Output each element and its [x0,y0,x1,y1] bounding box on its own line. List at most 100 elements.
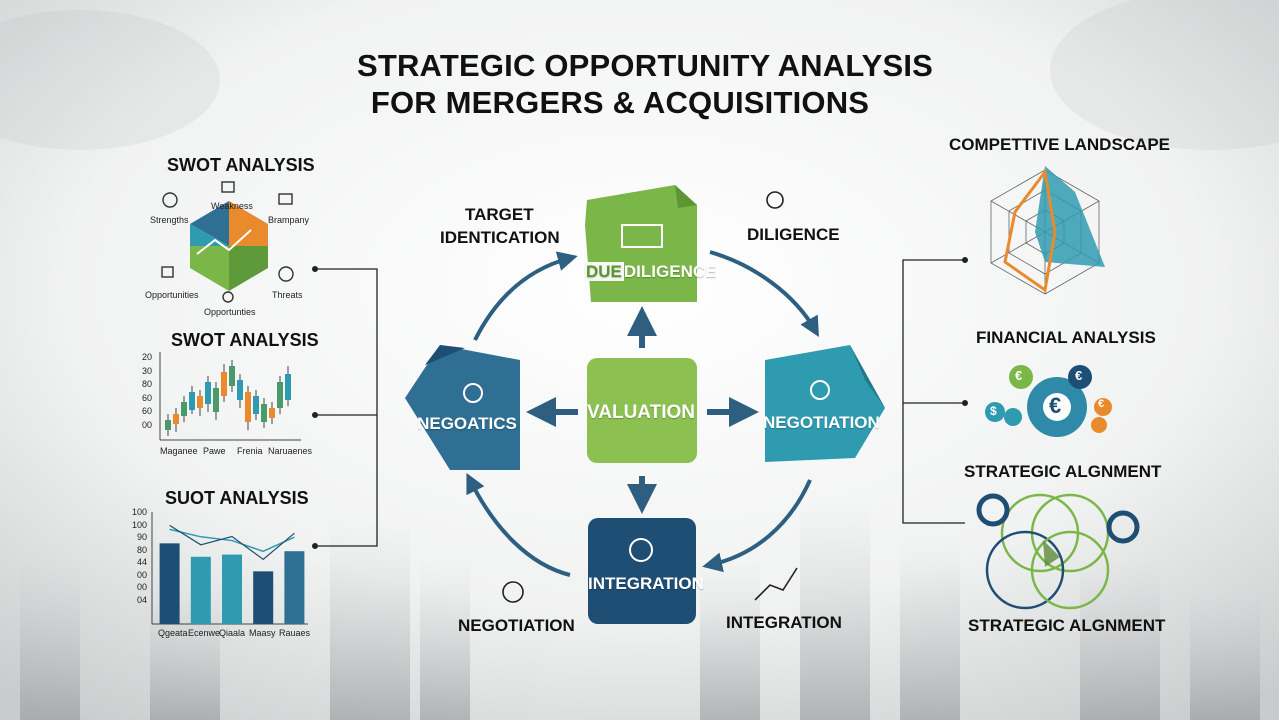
candle-y-tick: 80 [142,379,153,389]
finance-gears [985,365,1112,437]
negoatics-icon [463,383,483,403]
target-caption-line1: TARGET [465,205,534,224]
coin-icon [985,402,1005,422]
bar-y-tick: 04 [136,594,147,605]
valuation-node [587,358,697,463]
gear-icon [1106,510,1140,544]
negoatics-node [405,345,520,470]
valuation-label[interactable]: VALUATION [586,402,695,423]
bar-y-tick: 00 [136,582,147,592]
bar [222,554,242,624]
strategic-heading-2: STRATEGIC ALGNMENT [968,616,1166,635]
candle [221,372,227,396]
strengths-icon [162,192,178,208]
candle-y-tick: 60 [142,392,153,403]
swot-q-strengths [190,224,229,246]
weakness-icon [221,181,235,193]
trend-line [169,528,295,553]
gear-icon [976,493,1010,527]
page-title-line2: FOR MERGERS & ACQUISITIONS [370,85,870,120]
candlestick-chart [159,352,301,441]
swot-heading-2: SWOT ANALYSIS [171,330,319,350]
coin-icon [1094,398,1112,416]
euro-symbol-green: € [1015,368,1023,383]
negotiation-node [765,345,885,462]
candle [277,382,283,408]
candle-y-tick: 60 [142,406,153,416]
right-connector [902,257,968,524]
swot-q-weakness [190,201,229,246]
candle [213,388,219,412]
swot-q-threats [229,246,268,291]
integration-caption: INTEGRATION [726,613,842,632]
negotiation-node-label[interactable]: NEGOTIATION [763,413,880,432]
bar-x-label: Qgeata [158,628,188,638]
bar-y-tick: 44 [136,557,147,567]
swot-q-opps [190,246,229,291]
candle [261,404,267,422]
strategic-heading-1: STRATEGIC ALGNMENT [964,462,1162,481]
candle [165,420,171,430]
candle-x-label: Maganee [160,446,198,456]
bar-x-label: Qiaala [219,628,246,638]
trend-line [169,524,295,561]
negotiation-target-icon [502,581,524,603]
bar [190,556,211,624]
radar-series-orange [1003,168,1057,293]
swot-hexagon [161,181,294,303]
candle-y-tick: 30 [142,365,153,376]
bar-y-tick: 00 [136,569,147,580]
coin-icon [1091,417,1107,433]
due-diligence-label-part1: DUE [584,262,624,281]
candle-x-label: Pawe [203,446,226,456]
negoatics-label[interactable]: NEGOATICS [417,414,517,433]
euro-symbol-center: € [1049,393,1062,418]
arc-top-right [709,250,819,337]
coin-icon [1009,365,1033,389]
arc-bottom-left [466,472,571,577]
competitive-heading: COMPETTIVE LANDSCAPE [949,135,1171,154]
negotiation-caption: NEGOTIATION [458,616,575,635]
dollar-symbol: $ [990,404,997,418]
bar-y-tick: 80 [136,544,147,555]
coin-icon [1068,365,1092,389]
label-opportunities: Opportunities [145,290,199,300]
company-icon [278,193,293,205]
integration-gear-icon [629,538,653,562]
euro-symbol-blue: € [1075,368,1083,383]
bar [159,543,180,624]
target-caption-line2: IDENTICATION [440,228,560,247]
bar-x-label: Rauaes [279,628,311,638]
label-strengths: Strengths [150,215,189,225]
bar [253,571,274,624]
diligence-caption: DILIGENCE [747,225,840,244]
label-company: Brampany [268,215,310,225]
candle-y-tick: 00 [142,419,153,430]
candle [181,402,187,416]
label-weakness: Weakness [211,201,253,211]
team-icon [621,224,663,248]
candle-y-ticks: 20 30 80 60 60 00 [142,352,156,433]
opportunities2-icon [222,291,234,303]
candle [229,366,235,386]
financial-heading: FINANCIAL ANALYSIS [976,328,1156,347]
candle [253,396,259,414]
integration-growth-icon [754,567,798,601]
swot-q-company [229,201,268,246]
candle [269,408,275,418]
arc-top-left [473,251,578,341]
candle [189,392,195,410]
threats-icon [278,266,294,282]
candle [173,414,179,424]
bar-x-label: Ecenwe [188,628,221,638]
candle [205,382,211,404]
candle-y-tick: 20 [142,352,153,362]
bar-y-tick: 100 [131,507,147,517]
candle-x-label: Frenia [237,446,263,456]
coin-icon [1004,408,1022,426]
bar-y-tick: 90 [136,532,147,542]
integration-node-label[interactable]: INTEGRATION [588,574,704,593]
candle [245,392,251,422]
arc-bottom-right [702,479,812,573]
